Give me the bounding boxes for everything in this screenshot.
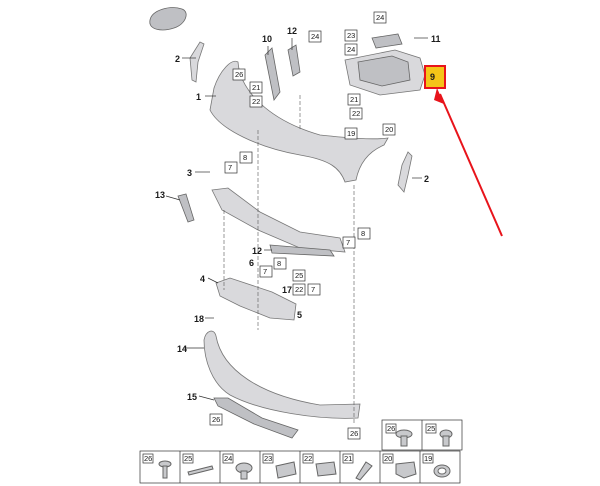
- ref-26-bot: 26: [350, 429, 358, 438]
- callout-6: 6: [249, 258, 254, 268]
- legend-ref-21: 21: [344, 454, 352, 463]
- legend-ref-20: 20: [384, 454, 392, 463]
- ref-8-a: 8: [243, 153, 247, 162]
- ref-25: 25: [295, 271, 303, 280]
- push-pin-icon: [355, 461, 373, 481]
- callout-13: 12: [252, 246, 262, 256]
- callout-18: 18: [194, 314, 204, 324]
- ref-24-top: 24: [376, 13, 384, 22]
- legend-ref-23: 23: [264, 454, 272, 463]
- callout-16: 15: [187, 392, 197, 402]
- callout-17: 17: [282, 285, 292, 295]
- callout-2-right: 2: [424, 174, 429, 184]
- flange-bolt-icon: [235, 462, 253, 480]
- extra-ref-25: 25: [427, 424, 435, 433]
- callout-9: 9: [430, 72, 435, 82]
- torx-screw-icon: [439, 429, 453, 447]
- clip-nut-icon: [275, 461, 297, 479]
- ref-26-low: 26: [212, 415, 220, 424]
- rivet-icon: [187, 465, 214, 476]
- spring-clip-icon: [315, 461, 337, 477]
- highlight-box-9: [424, 65, 446, 89]
- side-panel-14: [177, 193, 195, 223]
- ref-8-b: 8: [361, 229, 365, 238]
- ref-24-mid: 24: [347, 45, 355, 54]
- callout-12: 12: [287, 26, 297, 36]
- sensor-bracket-inner: [357, 55, 411, 87]
- callout-11: 11: [431, 34, 441, 44]
- ref-21-top: 21: [350, 95, 358, 104]
- legend-ref-25: 25: [184, 454, 192, 463]
- ref-21-mid: 21: [252, 83, 260, 92]
- hardware-legend: 26 25 24 23 22 21 20 19: [139, 450, 461, 484]
- screw-icon: [158, 460, 172, 479]
- ref-23-top: 23: [347, 31, 355, 40]
- legend-ref-22: 22: [304, 454, 312, 463]
- ref-22-c: 22: [295, 285, 303, 294]
- countersunk-screw-icon: [395, 429, 413, 447]
- bracket-10: [264, 47, 281, 101]
- hardware-extra-panel: 26 25: [381, 419, 463, 451]
- red-arrow-head: [434, 88, 444, 104]
- bracket-clip-icon: [395, 461, 417, 479]
- legend-ref-19: 19: [424, 454, 432, 463]
- bracket-12: [287, 44, 301, 77]
- carrier-4: [215, 277, 297, 321]
- ref-26-top: 26: [235, 70, 243, 79]
- lower-grille-part: [211, 187, 346, 253]
- bumper-cover-part: [209, 60, 389, 183]
- extra-ref-26: 26: [387, 424, 395, 433]
- callout-3: 3: [187, 168, 192, 178]
- ref-7-d: 7: [311, 285, 315, 294]
- ref-24-right: 24: [311, 32, 319, 41]
- boxed-refs: 24 23 24 21 22 24 26 21 22 19 20 7 8 7 8…: [209, 11, 396, 440]
- callout-5: 5: [297, 310, 302, 320]
- callout-15: 14: [177, 344, 187, 354]
- legend-ref-24: 24: [224, 454, 232, 463]
- ref-7-a: 7: [228, 163, 232, 172]
- ref-8-c: 8: [277, 259, 281, 268]
- callout-2-left: 2: [175, 54, 180, 64]
- legend-ref-26: 26: [144, 454, 152, 463]
- trim-strip-16: [213, 397, 299, 439]
- bracket-11: [371, 33, 403, 49]
- callout-1: 1: [196, 92, 201, 102]
- callout-14: 13: [155, 190, 165, 200]
- red-arrow-line: [439, 93, 503, 237]
- ref-20: 20: [385, 125, 393, 134]
- callout-4: 4: [200, 274, 205, 284]
- side-bracket-left: [189, 41, 205, 83]
- side-bracket-right: [397, 151, 413, 193]
- ref-22-a: 22: [352, 109, 360, 118]
- ref-22-b: 22: [252, 97, 260, 106]
- ref-19: 19: [347, 129, 355, 138]
- ref-7-c: 7: [263, 267, 267, 276]
- callout-10: 10: [262, 34, 272, 44]
- grommet-icon: [433, 464, 451, 478]
- ref-7-b: 7: [346, 238, 350, 247]
- lower-spoiler-15: [203, 330, 361, 419]
- cap-part: [149, 7, 187, 31]
